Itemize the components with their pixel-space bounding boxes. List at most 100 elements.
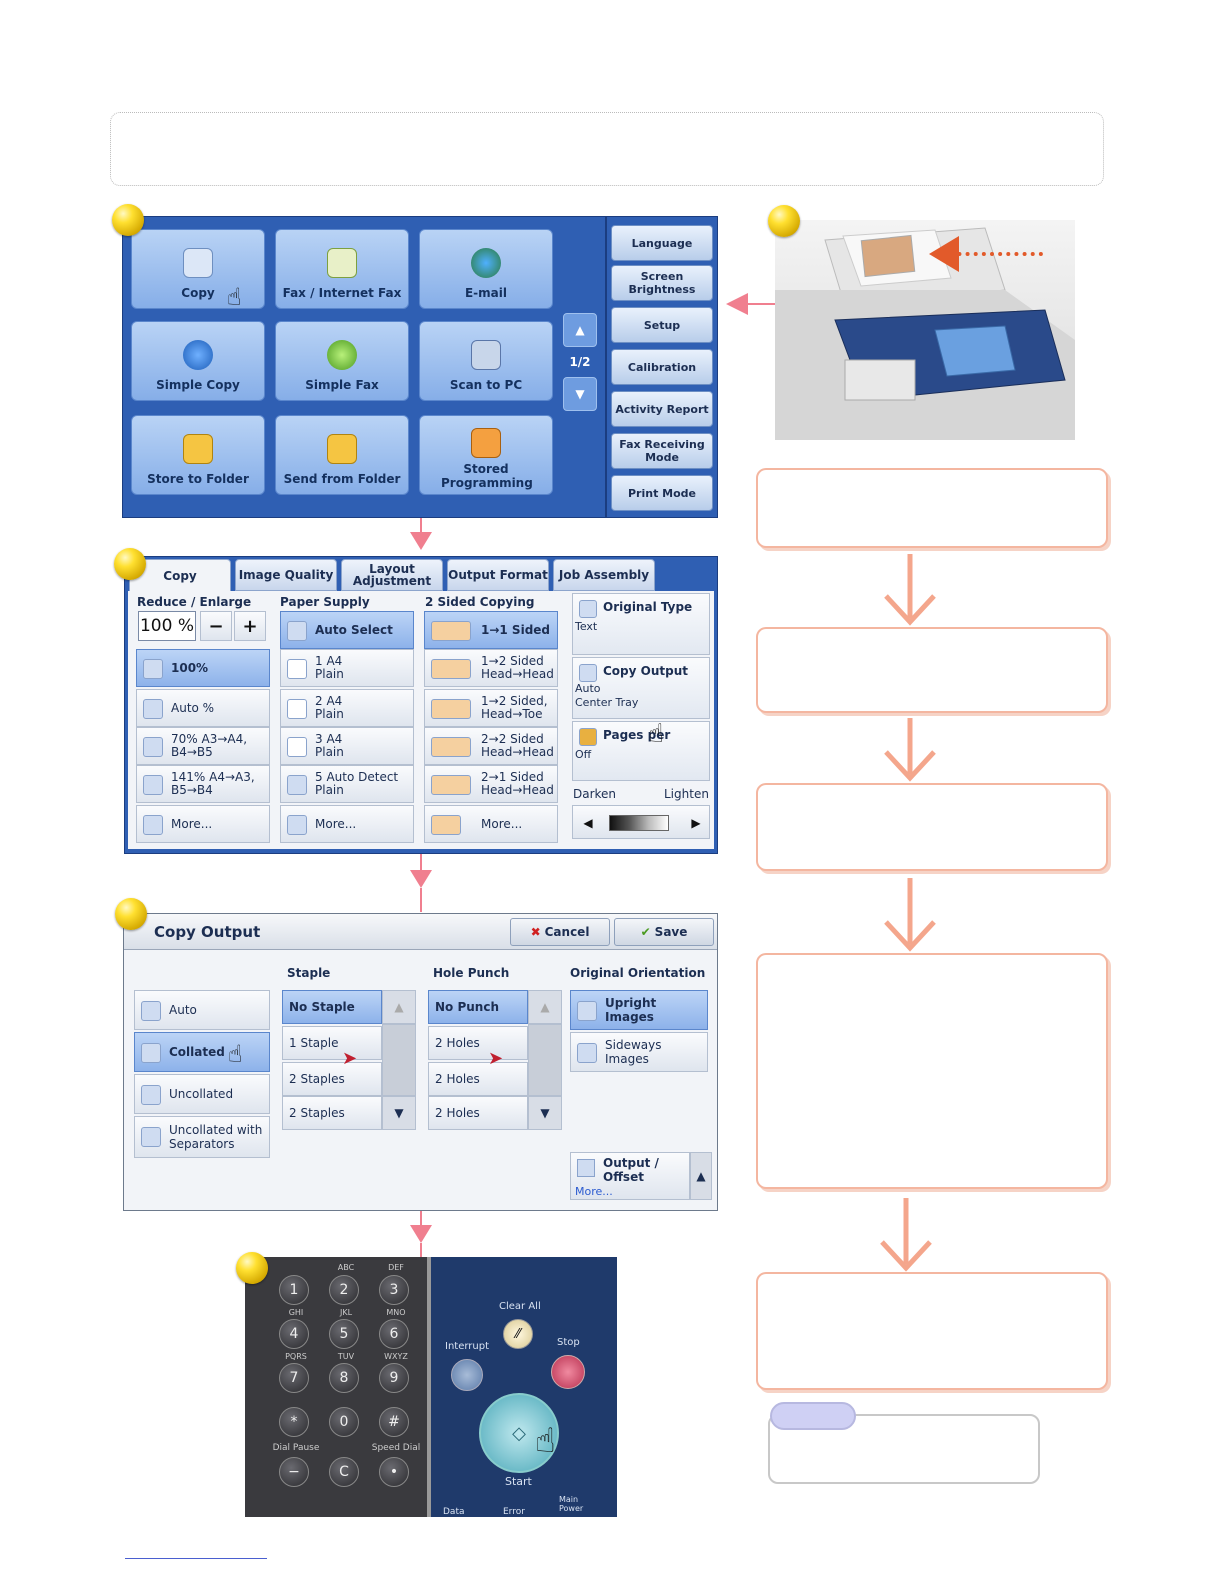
store-to-folder-button[interactable]: Store to Folder [131, 415, 265, 495]
punch-scroll-down[interactable]: ▼ [528, 1096, 562, 1130]
zoom-option-70[interactable]: 70% A3→A4, B4→B5 [136, 727, 270, 765]
scan-to-pc-button[interactable]: Scan to PC [419, 321, 553, 401]
dotted-arrow-line [933, 252, 1043, 256]
key-8[interactable]: 8 [329, 1363, 359, 1393]
staple-scroll-up[interactable]: ▲ [382, 990, 416, 1024]
density-slider[interactable] [609, 815, 669, 831]
paper-tray-3[interactable]: 3 A4 Plain [280, 727, 414, 765]
paper-tray-1[interactable]: 1 A4 Plain [280, 649, 414, 687]
tab-job-assembly[interactable]: Job Assembly [553, 559, 655, 591]
zoom-option-141[interactable]: 141% A4→A3, B5→B4 [136, 765, 270, 803]
key-3[interactable]: 3 [379, 1275, 409, 1305]
staple-none[interactable]: No Staple [282, 990, 382, 1024]
fax-internet-fax-button[interactable]: Fax / Internet Fax [275, 229, 409, 309]
density-control: ◀ ▶ [572, 805, 710, 839]
zoom-plus-button[interactable]: + [234, 611, 266, 641]
two-sided-more-button[interactable]: More... [424, 805, 558, 843]
two-sided-2-1[interactable]: 2→1 Sided Head→Head [424, 765, 558, 803]
cancel-button[interactable]: ✖Cancel [510, 918, 610, 946]
calibration-button[interactable]: Calibration [611, 349, 713, 385]
tab-layout-adjustment[interactable]: Layout Adjustment [341, 559, 443, 591]
paper-more-button[interactable]: More... [280, 805, 414, 843]
page-down-button[interactable]: ▼ [563, 377, 597, 411]
zoom-option-auto[interactable]: Auto % [136, 689, 270, 727]
output-offset-card[interactable]: Output / Offset More... [570, 1152, 690, 1200]
stop-button[interactable] [551, 1355, 585, 1389]
key-4[interactable]: 4 [279, 1319, 309, 1349]
key-2[interactable]: 2 [329, 1275, 359, 1305]
staple-scroll-down[interactable]: ▼ [382, 1096, 416, 1130]
punch-scrollbar[interactable] [528, 1024, 562, 1096]
key-7[interactable]: 7 [279, 1363, 309, 1393]
activity-report-button[interactable]: Activity Report [611, 391, 713, 427]
collation-uncollated[interactable]: Uncollated [134, 1074, 270, 1114]
zoom-option-100[interactable]: 100% [136, 649, 270, 687]
dial-pause-button[interactable]: − [279, 1457, 309, 1487]
collation-uncollated-separators[interactable]: Uncollated with Separators [134, 1116, 270, 1158]
key-6[interactable]: 6 [379, 1319, 409, 1349]
staple-scrollbar[interactable] [382, 1024, 416, 1096]
send-from-folder-button[interactable]: Send from Folder [275, 415, 409, 495]
two-sided-1-1[interactable]: 1→1 Sided [424, 611, 558, 649]
fax-receiving-mode-button[interactable]: Fax Receiving Mode [611, 433, 713, 469]
staple-2a[interactable]: 2 Staples [282, 1062, 382, 1096]
punch-none[interactable]: No Punch [428, 990, 528, 1024]
more-link[interactable]: More... [575, 1185, 613, 1198]
collation-collated[interactable]: Collated [134, 1032, 270, 1072]
clear-all-button[interactable]: ⁄⁄ [503, 1319, 533, 1349]
zoom-more-button[interactable]: More... [136, 805, 270, 843]
simple-copy-button[interactable]: Simple Copy [131, 321, 265, 401]
interrupt-button[interactable] [451, 1359, 483, 1391]
punch-2-holes-b[interactable]: 2 Holes [428, 1062, 528, 1096]
punch-scroll-up[interactable]: ▲ [528, 990, 562, 1024]
punch-2-holes-a[interactable]: 2 Holes [428, 1026, 528, 1060]
key-5[interactable]: 5 [329, 1319, 359, 1349]
two-sided-1-2-head[interactable]: 1→2 Sided Head→Head [424, 649, 558, 687]
paper-tray-2[interactable]: 2 A4 Plain [280, 689, 414, 727]
simple-fax-button[interactable]: Simple Fax [275, 321, 409, 401]
two-sided-2-2[interactable]: 2→2 Sided Head→Head [424, 727, 558, 765]
footer-rule [125, 1558, 267, 1559]
tab-output-format[interactable]: Output Format [447, 559, 549, 591]
orientation-sideways[interactable]: Sideways Images [570, 1032, 708, 1072]
paper-tray-5[interactable]: 5 Auto Detect Plain [280, 765, 414, 803]
email-button[interactable]: E-mail [419, 229, 553, 309]
staple-1[interactable]: 1 Staple [282, 1026, 382, 1060]
original-type-card[interactable]: Original Type Text [572, 593, 710, 655]
paper-auto-select[interactable]: Auto Select [280, 611, 414, 649]
key-9[interactable]: 9 [379, 1363, 409, 1393]
speed-dial-button[interactable]: • [379, 1457, 409, 1487]
staple-2b[interactable]: 2 Staples [282, 1096, 382, 1130]
key-letters: PQRS [285, 1352, 307, 1361]
key-1[interactable]: 1 [279, 1275, 309, 1305]
page-up-button[interactable]: ▲ [563, 313, 597, 347]
language-button[interactable]: Language [611, 225, 713, 261]
zoom-value-field[interactable]: 100 % [138, 611, 196, 641]
duplex-icon [431, 659, 471, 679]
collation-auto[interactable]: Auto [134, 990, 270, 1030]
flow-box-2 [756, 627, 1108, 713]
pages-per-side-card[interactable]: Pages per Off [572, 721, 710, 781]
start-button[interactable]: ◇ [479, 1393, 559, 1473]
tab-image-quality[interactable]: Image Quality [235, 559, 337, 591]
orientation-upright[interactable]: Upright Images [570, 990, 708, 1030]
key-star[interactable]: * [279, 1407, 309, 1437]
save-button[interactable]: ✔Save [614, 918, 714, 946]
offset-scroll-up[interactable]: ▲ [690, 1152, 712, 1200]
divider [605, 217, 607, 517]
key-hash[interactable]: # [379, 1407, 409, 1437]
darken-button[interactable]: ◀ [583, 816, 593, 830]
key-0[interactable]: 0 [329, 1407, 359, 1437]
print-mode-button[interactable]: Print Mode [611, 475, 713, 511]
zoom-minus-button[interactable]: − [200, 611, 232, 641]
tab-copy[interactable]: Copy [129, 559, 231, 593]
setup-button[interactable]: Setup [611, 307, 713, 343]
copy-button[interactable]: Copy [131, 229, 265, 309]
lighten-button[interactable]: ▶ [691, 816, 701, 830]
screen-brightness-button[interactable]: Screen Brightness [611, 265, 713, 301]
stored-programming-button[interactable]: Stored Programming [419, 415, 553, 495]
punch-2-holes-c[interactable]: 2 Holes [428, 1096, 528, 1130]
clear-button[interactable]: C [329, 1457, 359, 1487]
two-sided-1-2-toe[interactable]: 1→2 Sided, Head→Toe [424, 689, 558, 727]
